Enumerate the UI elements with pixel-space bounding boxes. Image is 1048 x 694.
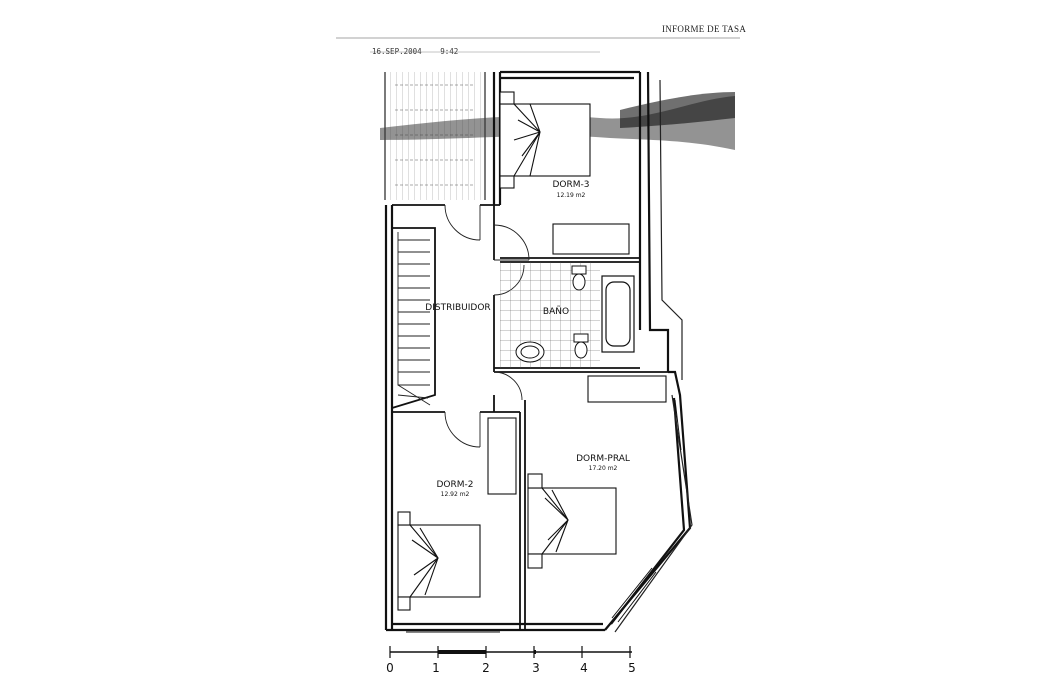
room-label-dormpral: DORM-PRAL [576,454,630,464]
dormpral-wardrobe [587,375,667,403]
room-labels: DORM-3 12.19 m2 DISTRIBUIDOR BAÑO DORM-2… [425,180,630,498]
facade-line [614,79,693,633]
scale-bar: 0 1 2 3 4 5 [386,646,636,675]
door-swings [444,204,530,448]
dormpral-bed [527,473,617,569]
toilet [573,333,589,359]
staircase [397,232,431,406]
dorm3-bed [499,91,591,189]
dorm2-wardrobe [487,417,517,495]
facade-windows [406,399,682,633]
scale-tick-4: 4 [580,661,588,675]
fax-date: 16.SEP.2004 [372,47,422,56]
document-header-title: INFORME DE TASA [662,24,747,34]
room-label-bano: BAÑO [543,306,569,317]
fax-timestamp: 16.SEP.2004 9:42 [372,47,472,56]
room-area-dorm3: 12.19 m2 [557,192,586,199]
scale-tick-2: 2 [482,661,490,675]
scale-tick-3: 3 [532,661,540,675]
washbasin [515,341,545,363]
scale-tick-0: 0 [386,661,394,675]
bathtub [601,275,635,353]
dorm3-wardrobe [552,223,630,255]
scale-tick-1: 1 [432,661,440,675]
room-label-dorm3: DORM-3 [552,180,589,190]
bidet [571,265,587,291]
room-area-dormpral: 17.20 m2 [589,465,618,472]
scale-tick-5: 5 [628,661,636,675]
room-area-dorm2: 12.92 m2 [441,491,470,498]
dorm2-bed [397,511,481,611]
room-label-distribuidor: DISTRIBUIDOR [425,303,490,313]
room-label-dorm2: DORM-2 [436,480,473,490]
fax-time: 9:42 [440,47,459,56]
